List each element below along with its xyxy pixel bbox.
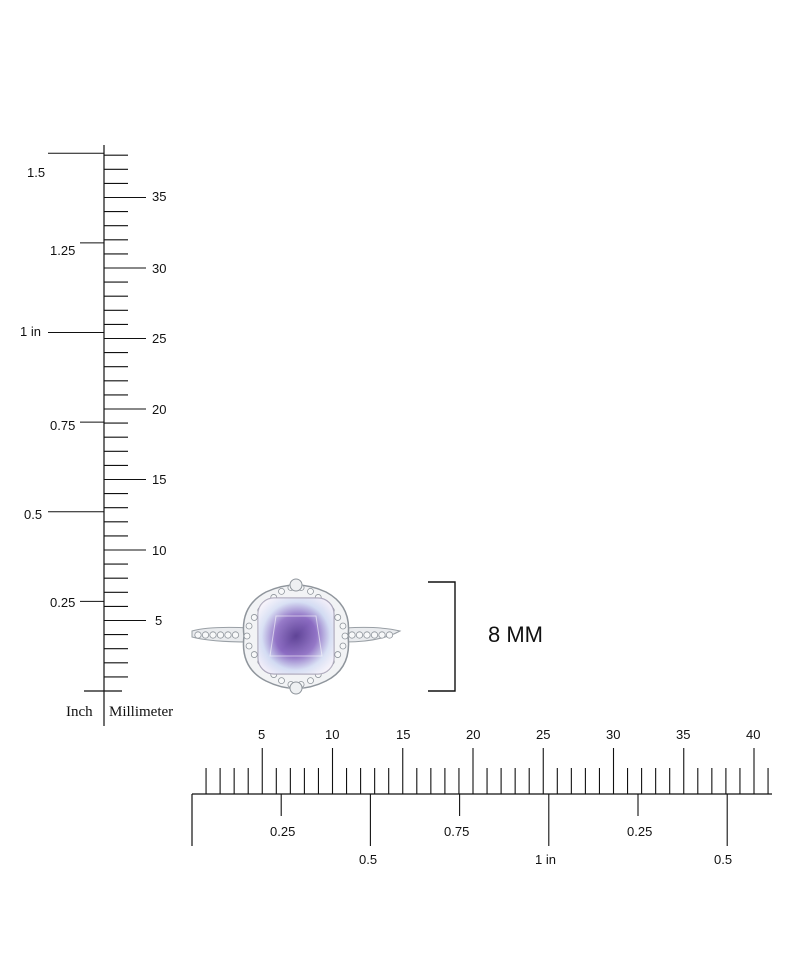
halo-stone xyxy=(245,642,253,650)
band-stone xyxy=(224,631,232,639)
horizontal-mm-label: 20 xyxy=(466,727,481,742)
vertical-mm-label: 20 xyxy=(152,402,167,417)
vertical-inch-label: 1 in xyxy=(20,324,41,339)
horizontal-mm-label: 40 xyxy=(746,727,761,742)
horizontal-inch-ticks xyxy=(280,794,728,846)
halo-stone xyxy=(278,587,285,595)
size-bracket xyxy=(428,581,456,692)
vertical-inch-label: 0.5 xyxy=(24,507,43,522)
horizontal-mm-label: 25 xyxy=(536,727,551,742)
band-stone xyxy=(231,631,240,639)
horizontal-inch-label: 1 in xyxy=(535,852,556,867)
halo-stone xyxy=(307,587,314,595)
horizontal-mm-ticks xyxy=(205,748,769,794)
halo-stone xyxy=(250,614,258,621)
horizontal-mm-label: 10 xyxy=(325,727,340,742)
halo-stone xyxy=(307,677,314,685)
halo-stone xyxy=(341,632,349,640)
band-stone xyxy=(355,631,364,639)
crown-bead xyxy=(289,578,303,592)
horizontal-mm-label: 35 xyxy=(676,727,691,742)
vertical-inch-label: 1.25 xyxy=(50,243,76,258)
inch-unit-label: Inch xyxy=(66,704,93,720)
halo-stone xyxy=(339,622,347,630)
halo-stone xyxy=(245,622,253,630)
halo-stone xyxy=(334,651,342,658)
vertical-inch-ticks xyxy=(48,152,104,602)
horizontal-mm-label: 15 xyxy=(396,727,411,742)
horizontal-inch-label: 0.25 xyxy=(627,824,653,839)
band-stones xyxy=(194,631,394,639)
horizontal-inch-label: 0.5 xyxy=(714,852,733,867)
halo-stone xyxy=(334,614,342,621)
band-stone xyxy=(201,631,210,639)
millimeter-unit-label: Millimeter xyxy=(109,704,174,720)
band-stone xyxy=(216,631,225,639)
horizontal-inch-label: 0.75 xyxy=(444,824,470,839)
vertical-mm-label: 30 xyxy=(152,261,167,276)
vertical-inch-label: 0.25 xyxy=(50,595,76,610)
halo-stone xyxy=(243,632,251,640)
gem-shine xyxy=(258,598,334,674)
gem-facets xyxy=(269,615,323,657)
vertical-mm-label: 35 xyxy=(152,189,167,204)
vertical-inch-label: 1.5 xyxy=(27,165,46,180)
vertical-mm-label: 5 xyxy=(155,613,163,628)
halo-stone xyxy=(250,651,258,658)
vertical-mm-label: 10 xyxy=(152,543,167,558)
horizontal-inch-label: 0.5 xyxy=(359,852,378,867)
vertical-mm-ticks xyxy=(104,154,146,678)
vertical-inch-label: 0.75 xyxy=(50,418,76,433)
vertical-mm-label: 15 xyxy=(152,472,167,487)
band-stone xyxy=(363,631,371,639)
band-stone xyxy=(194,631,202,639)
bottom-bead xyxy=(289,681,303,695)
band-stone xyxy=(378,631,386,639)
vertical-mm-label: 25 xyxy=(152,331,167,346)
halo-stone xyxy=(278,677,285,685)
ring-size-label: 8 MM xyxy=(488,622,543,647)
horizontal-inch-label: 0.25 xyxy=(270,824,296,839)
halo-stone xyxy=(339,642,347,650)
band-stone xyxy=(385,631,394,639)
band-stone xyxy=(209,631,217,639)
band-stone xyxy=(348,631,356,639)
ring-image xyxy=(191,578,402,695)
horizontal-mm-label: 5 xyxy=(258,727,266,742)
band-stone xyxy=(370,631,379,639)
horizontal-mm-label: 30 xyxy=(606,727,621,742)
